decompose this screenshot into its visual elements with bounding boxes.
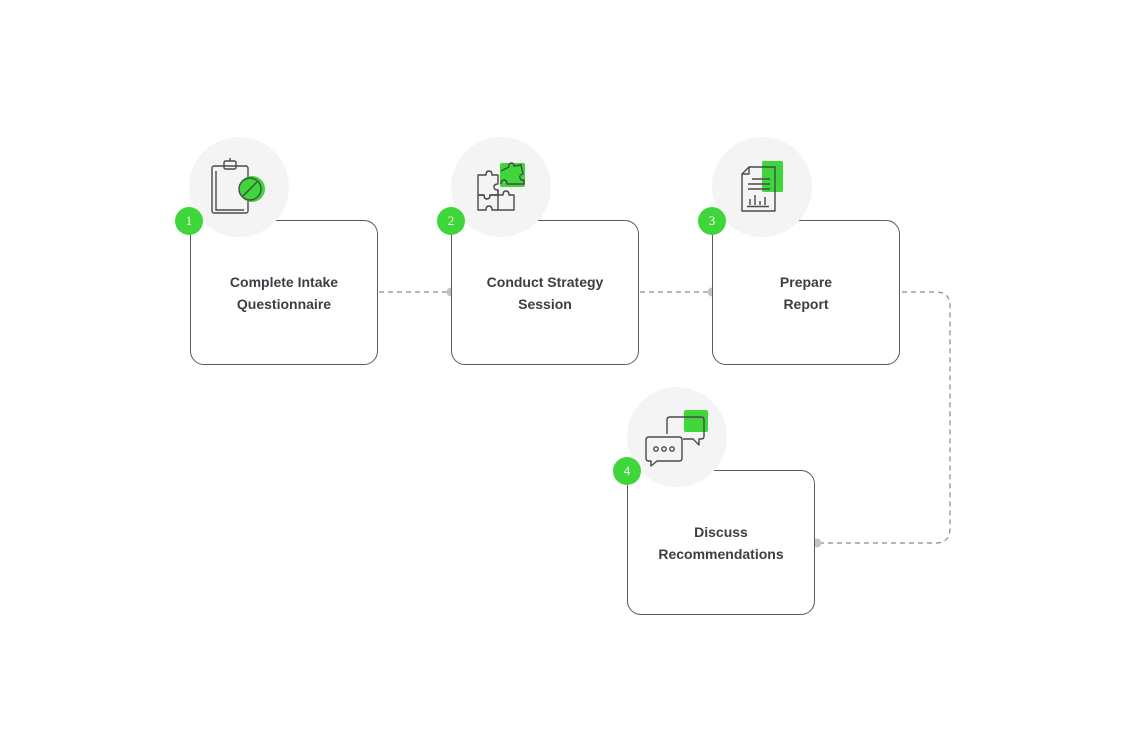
step-label-line: Prepare — [779, 274, 833, 290]
step-number-badge-1: 1 — [175, 207, 203, 235]
puzzle-icon — [477, 162, 525, 211]
step-label-line: Report — [783, 296, 829, 312]
clipboard-check-icon — [211, 158, 265, 214]
step-label-line: Discuss — [694, 524, 748, 540]
step-card-4: Discuss Recommendations — [627, 470, 815, 615]
step-label-2: Conduct Strategy Session — [452, 271, 638, 315]
step-number-badge-4: 4 — [613, 457, 641, 485]
step-number-badge-3: 3 — [698, 207, 726, 235]
step-icon-circle-2 — [451, 137, 551, 237]
step-card-1: Complete Intake Questionnaire — [190, 220, 378, 365]
step-label-line: Recommendations — [658, 546, 784, 562]
step-label-line: Conduct Strategy — [486, 274, 604, 290]
step-label-line: Questionnaire — [236, 296, 332, 312]
chat-bubbles-icon — [645, 410, 708, 467]
step-label-4: Discuss Recommendations — [628, 521, 814, 565]
step-label-3: Prepare Report — [713, 271, 899, 315]
step-icon-circle-4 — [627, 387, 727, 487]
step-card-2: Conduct Strategy Session — [451, 220, 639, 365]
step-icon-circle-3 — [712, 137, 812, 237]
step-label-1: Complete Intake Questionnaire — [191, 271, 377, 315]
step-icon-circle-1 — [189, 137, 289, 237]
report-chart-icon — [741, 161, 783, 212]
step-label-line: Complete Intake — [229, 274, 339, 290]
step-label-line: Session — [518, 296, 572, 312]
step-number-badge-2: 2 — [437, 207, 465, 235]
step-card-3: Prepare Report — [712, 220, 900, 365]
